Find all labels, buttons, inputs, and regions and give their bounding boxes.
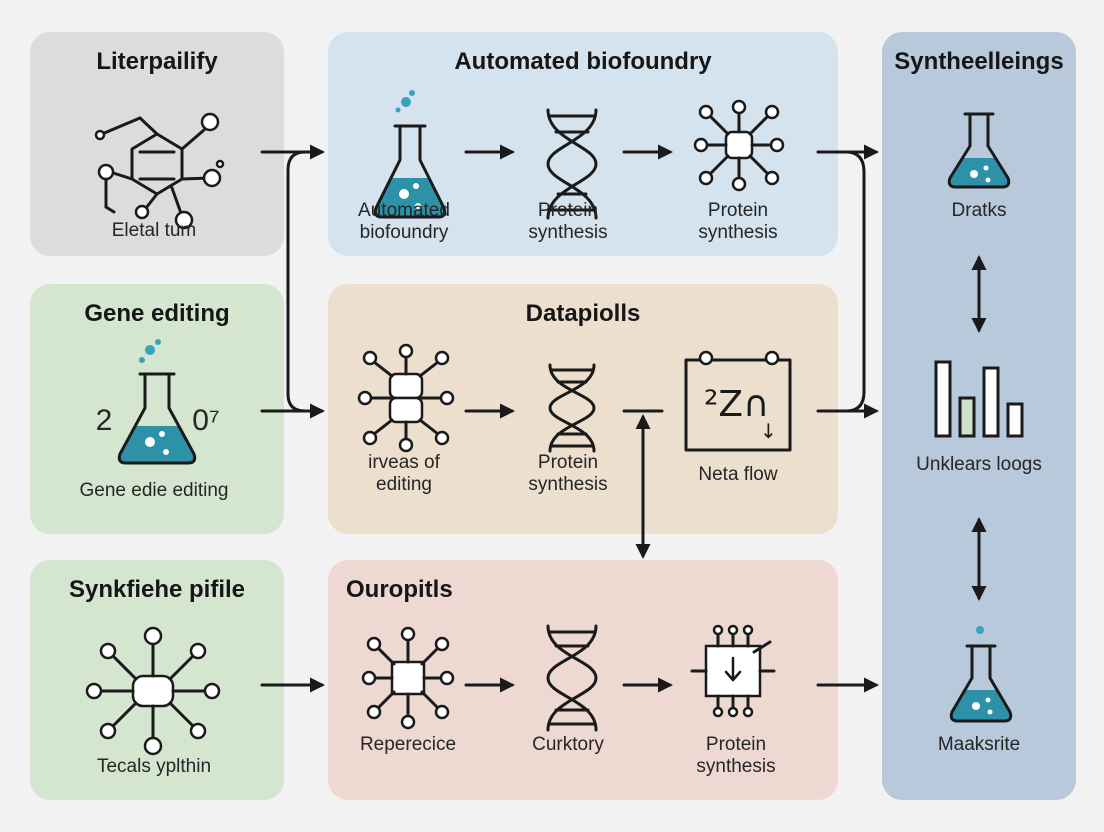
step-label: Automated [358,200,450,221]
mark-right: 0⁷ [192,404,220,437]
board-arrow: ↓ [760,419,777,443]
step-label: synthesis [696,756,776,777]
panel-ouropitls: Ouropitls Reperecice Curktory [328,560,838,800]
item-label: Unklears loogs [916,454,1042,475]
flask-icon [949,626,1013,723]
step-label: editing [376,474,432,495]
panel-title: Synkfiehe pifile [68,576,246,603]
panel-label: Tecals yplthin [96,756,212,777]
panel-title: Syntheelleings [894,48,1064,75]
panel-title: Ouropitls [346,576,453,603]
panel-title: Datapiolls [525,300,641,327]
panel-label: Eletal tum [111,220,197,241]
mark-left: 2 [95,404,113,437]
step-label: Protein [537,452,599,473]
step-label: synthesis [528,222,608,243]
panel-title: Gene editing [84,300,230,327]
panel-syntheelleings: Syntheelleings Dratks Unklears loogs [882,32,1076,800]
network-node-icon [85,626,221,756]
network-node-icon [693,99,785,192]
item-label: Dratks [951,200,1007,221]
board-formula: ²Z∩ [704,384,769,425]
step-label: synthesis [528,474,608,495]
panel-title: Literpailify [96,48,218,75]
network-node-icon [357,343,455,453]
network-node-icon [361,626,455,730]
step-label: Curktory [532,734,604,755]
dna-helix-icon [546,108,598,220]
panel-synkfiehe-pifile: Synkfiehe pifile Tecals yplthin [30,560,284,800]
panel-label: Gene edie editing [79,480,229,501]
flask-icon [947,112,1011,189]
step-label: biofoundry [359,222,449,243]
step-label: Protein [707,200,769,221]
flask-icon [117,339,197,465]
panel-datapiolls: Datapiolls irveas of editing Protein syn… [328,284,838,534]
dna-helix-icon [548,363,596,453]
step-label: Protein [705,734,767,755]
arrow-branch [286,150,307,413]
step-label: irveas of [368,452,440,473]
step-label: Neta flow [698,464,778,485]
data-board-icon: ²Z∩ ↓ [684,350,792,452]
dna-helix-icon [546,624,598,732]
arrow-merge [844,150,866,413]
step-label: synthesis [698,222,778,243]
step-label: Protein [537,200,599,221]
chip-icon [690,624,776,718]
panel-title: Automated biofoundry [454,48,712,75]
item-label: Maaksrite [937,734,1021,755]
bar-chart-icon [934,360,1024,438]
panel-automated-biofoundry: Automated biofoundry Automated biofoundr… [328,32,838,256]
step-label: Reperecice [359,734,457,755]
panel-literpailify: Literpailify Eletal tum [30,32,284,256]
panel-gene-editing: Gene editing 2 0⁷ Gene edie editing [30,284,284,534]
molecule-icon [94,112,225,230]
flask-icon [373,90,447,219]
